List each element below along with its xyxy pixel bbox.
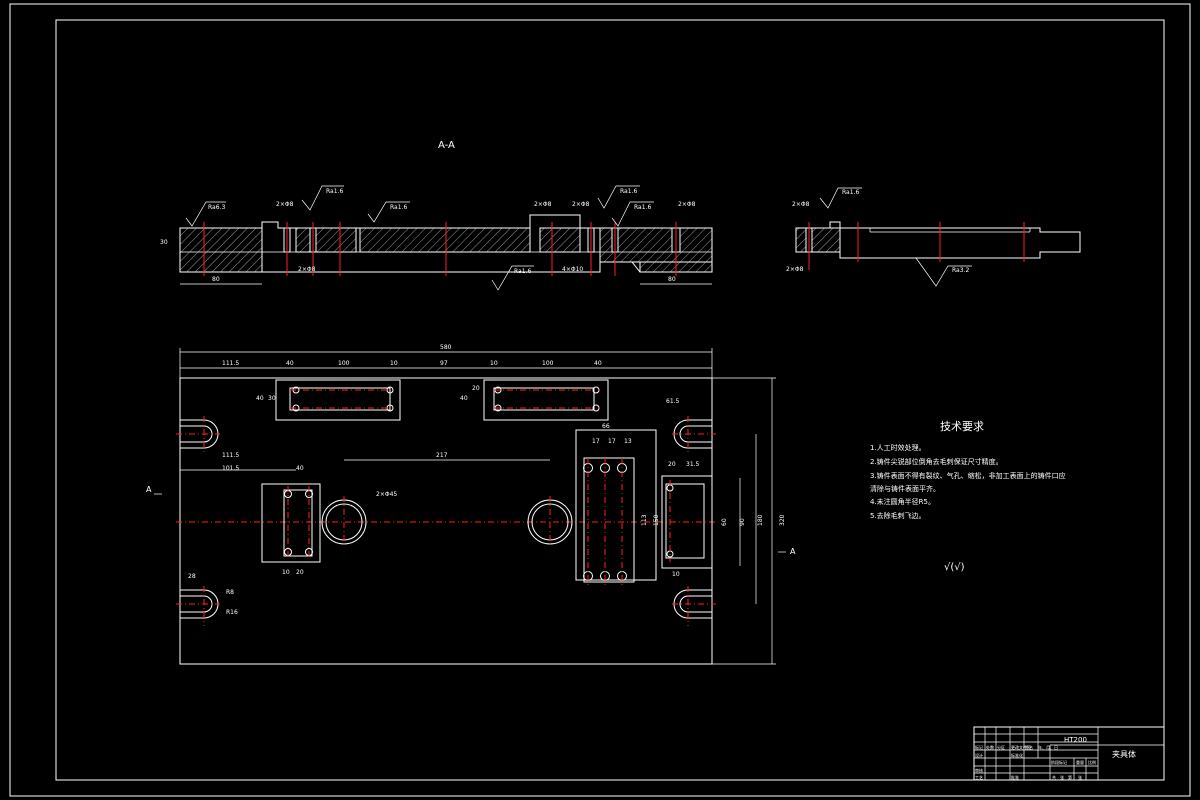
- dim-right-len: 80: [668, 276, 676, 283]
- dim-tol-c: 2×Φ8: [678, 201, 696, 208]
- dim-top-6: 100: [542, 360, 554, 367]
- technical-notes: 技术要求 1.人工时效处理。 2.铸件尖锐部位倒角去毛刺保证尺寸精度。 3.铸件…: [870, 420, 1066, 573]
- section-marker-right: A: [790, 547, 796, 556]
- dim-40: 40: [296, 465, 304, 472]
- roughness-symbol: √(√): [944, 562, 965, 573]
- note-1: 1.人工时效处理。: [870, 443, 926, 452]
- tb-label-9: 重量: [1076, 759, 1084, 765]
- dim-17b: 17: [608, 438, 616, 445]
- dim-overall-height: 320: [779, 514, 786, 526]
- dim-tol-a: 2×Φ8: [534, 201, 552, 208]
- dim-bores: 2×Φ45: [376, 491, 397, 498]
- note-5: 5.去除毛刺飞边。: [870, 511, 926, 520]
- dim-13: 13: [624, 438, 632, 445]
- note-4: 4.未注圆角半径R5。: [870, 497, 935, 506]
- dim-4holes: 4×Φ10: [562, 266, 583, 273]
- section-view: A-A Ra6.3 Ra1.6 Ra1.6 Ra1.6: [160, 140, 713, 291]
- dim-28: 28: [188, 573, 196, 580]
- dim-101: 101.5: [222, 465, 239, 472]
- tb-label-17: 张: [1078, 774, 1082, 780]
- tb-label-12: 工艺: [975, 775, 983, 780]
- dim-20b: 20: [296, 569, 304, 576]
- tb-label-2: 分区: [997, 744, 1005, 750]
- dim-left-len: 80: [212, 276, 220, 283]
- tb-label-5: 年、月、日: [1038, 744, 1058, 750]
- tb-label-11: 审核: [975, 767, 983, 773]
- rough-4: Ra1.6: [620, 188, 637, 195]
- tb-label-14: 共: [1052, 774, 1056, 780]
- dim-31: 31.5: [686, 461, 700, 468]
- tb-label-6: 设计: [975, 752, 983, 758]
- dim-top-3: 10: [390, 360, 398, 367]
- dim-113: 113: [641, 514, 648, 526]
- dim-top-5: 10: [490, 360, 498, 367]
- part-name: 夹具体: [1112, 749, 1136, 759]
- dim-slot-h2: 30: [268, 395, 276, 402]
- note-2: 2.铸件尖锐部位倒角去毛刺保证尺寸精度。: [870, 457, 1003, 466]
- tb-label-15: 张: [1060, 774, 1064, 780]
- dim-2holes-b: 2×Φ8: [298, 266, 316, 273]
- side-view: Ra1.6 Ra3.2 2×Φ8 2×Φ8: [786, 187, 1081, 287]
- dim-217: 217: [436, 452, 448, 459]
- dim-top-0: 111.5: [222, 360, 239, 367]
- dim-tol-b: 2×Φ8: [572, 201, 590, 208]
- rough-6: Ra1.6: [514, 268, 531, 275]
- dim-r: R8: [226, 589, 234, 596]
- dim-top-1: 40: [286, 360, 294, 367]
- section-marker-left: A: [146, 485, 152, 494]
- tb-label-3: 更改文件号: [1011, 744, 1031, 750]
- dim-20: 20: [668, 461, 676, 468]
- dim-61: 61.5: [666, 398, 680, 405]
- dim-17a: 17: [592, 438, 600, 445]
- dim-top-2: 100: [338, 360, 350, 367]
- plan-view: 580 111.5 40 100 10 97 10 100 40 40 30 2…: [146, 344, 796, 665]
- dim-2holes-a: 2×Φ8: [276, 201, 294, 208]
- dim-66: 66: [602, 423, 610, 430]
- dim-150: 150: [653, 514, 660, 526]
- rough-2: Ra1.6: [326, 188, 343, 195]
- dim-60: 60: [721, 518, 728, 526]
- dim-top-7: 40: [594, 360, 602, 367]
- notes-title: 技术要求: [940, 420, 984, 433]
- dim-slot-h4: 40: [460, 395, 468, 402]
- dim-slot-h1: 40: [256, 395, 264, 402]
- tb-label-0: 标记: [975, 744, 983, 750]
- rough-1: Ra6.3: [208, 204, 225, 211]
- dim-top-4: 97: [440, 360, 448, 367]
- dim-90: 90: [739, 518, 746, 526]
- tb-label-1: 处数: [986, 744, 994, 750]
- tb-label-13: 批准: [1011, 774, 1019, 780]
- dim-10a: 10: [282, 569, 290, 576]
- rough-5: Ra1.6: [634, 204, 651, 211]
- inner-border: [55, 19, 1165, 781]
- dim-slot-h3: 20: [472, 385, 480, 392]
- section-label: A-A: [438, 140, 455, 151]
- title-block: HT200 夹具体 标记 处数 分区 更改文件号 签名 年、月、日 设计 标准化…: [973, 726, 1165, 781]
- side-rough-bottom: Ra3.2: [952, 267, 969, 274]
- side-rough-top: Ra1.6: [842, 189, 859, 196]
- tb-label-8: 阶段标记: [1051, 759, 1067, 765]
- tb-label-16: 第: [1068, 774, 1072, 780]
- tb-label-7: 标准化: [1011, 752, 1023, 758]
- outer-border: [9, 3, 1191, 797]
- material: HT200: [1064, 736, 1087, 744]
- side-dim-holes: 2×Φ8: [792, 201, 810, 208]
- dim-111: 111.5: [222, 452, 239, 459]
- rough-3: Ra1.6: [390, 204, 407, 211]
- tb-label-4: 签名: [1025, 744, 1033, 750]
- note-3: 3.铸件表面不得有裂纹、气孔、缩松，非加工表面上的铸件口应: [870, 471, 1066, 480]
- note-3b: 清除与铸件表面平齐。: [870, 484, 940, 493]
- tb-label-10: 比例: [1088, 759, 1096, 765]
- dim-r2: R16: [226, 609, 238, 616]
- side-dim-small: 2×Φ8: [786, 266, 804, 273]
- dim-overall-width: 580: [440, 344, 452, 351]
- dim-height: 30: [160, 239, 168, 246]
- dim-10b: 10: [672, 571, 680, 578]
- dim-180: 180: [757, 514, 764, 526]
